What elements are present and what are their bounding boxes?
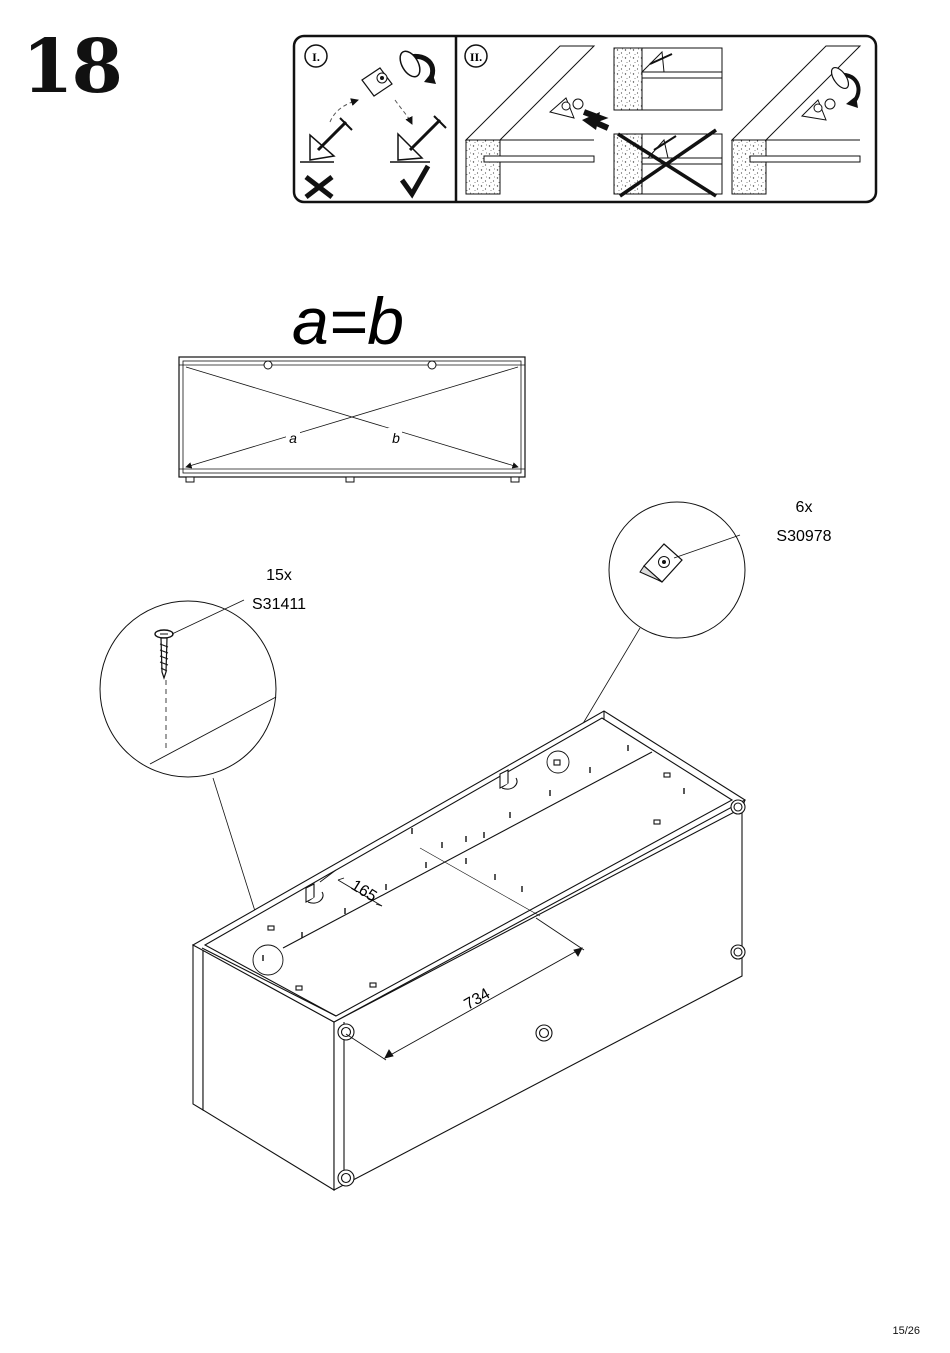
- screw-quantity: 15x: [266, 567, 292, 584]
- diagonal-label-b: b: [392, 430, 400, 446]
- panel-part-2-label: II.: [470, 50, 482, 64]
- cabinet-drawing: [193, 711, 745, 1190]
- instruction-panel: I.: [294, 36, 876, 202]
- screw-callout: 15x S31411: [100, 567, 306, 946]
- panel-part-1-label: I.: [312, 50, 320, 64]
- page-number: 15/26: [892, 1325, 920, 1337]
- bracket-code: S30978: [776, 528, 831, 545]
- detail-correct: [614, 48, 722, 110]
- detail-wrong: [614, 130, 722, 196]
- screw-code: S31411: [252, 596, 306, 613]
- diagonal-check: a=b a b: [179, 284, 525, 482]
- formula-text: a=b: [292, 284, 404, 358]
- bracket-quantity: 6x: [796, 499, 813, 516]
- diagonal-label-a: a: [289, 430, 297, 446]
